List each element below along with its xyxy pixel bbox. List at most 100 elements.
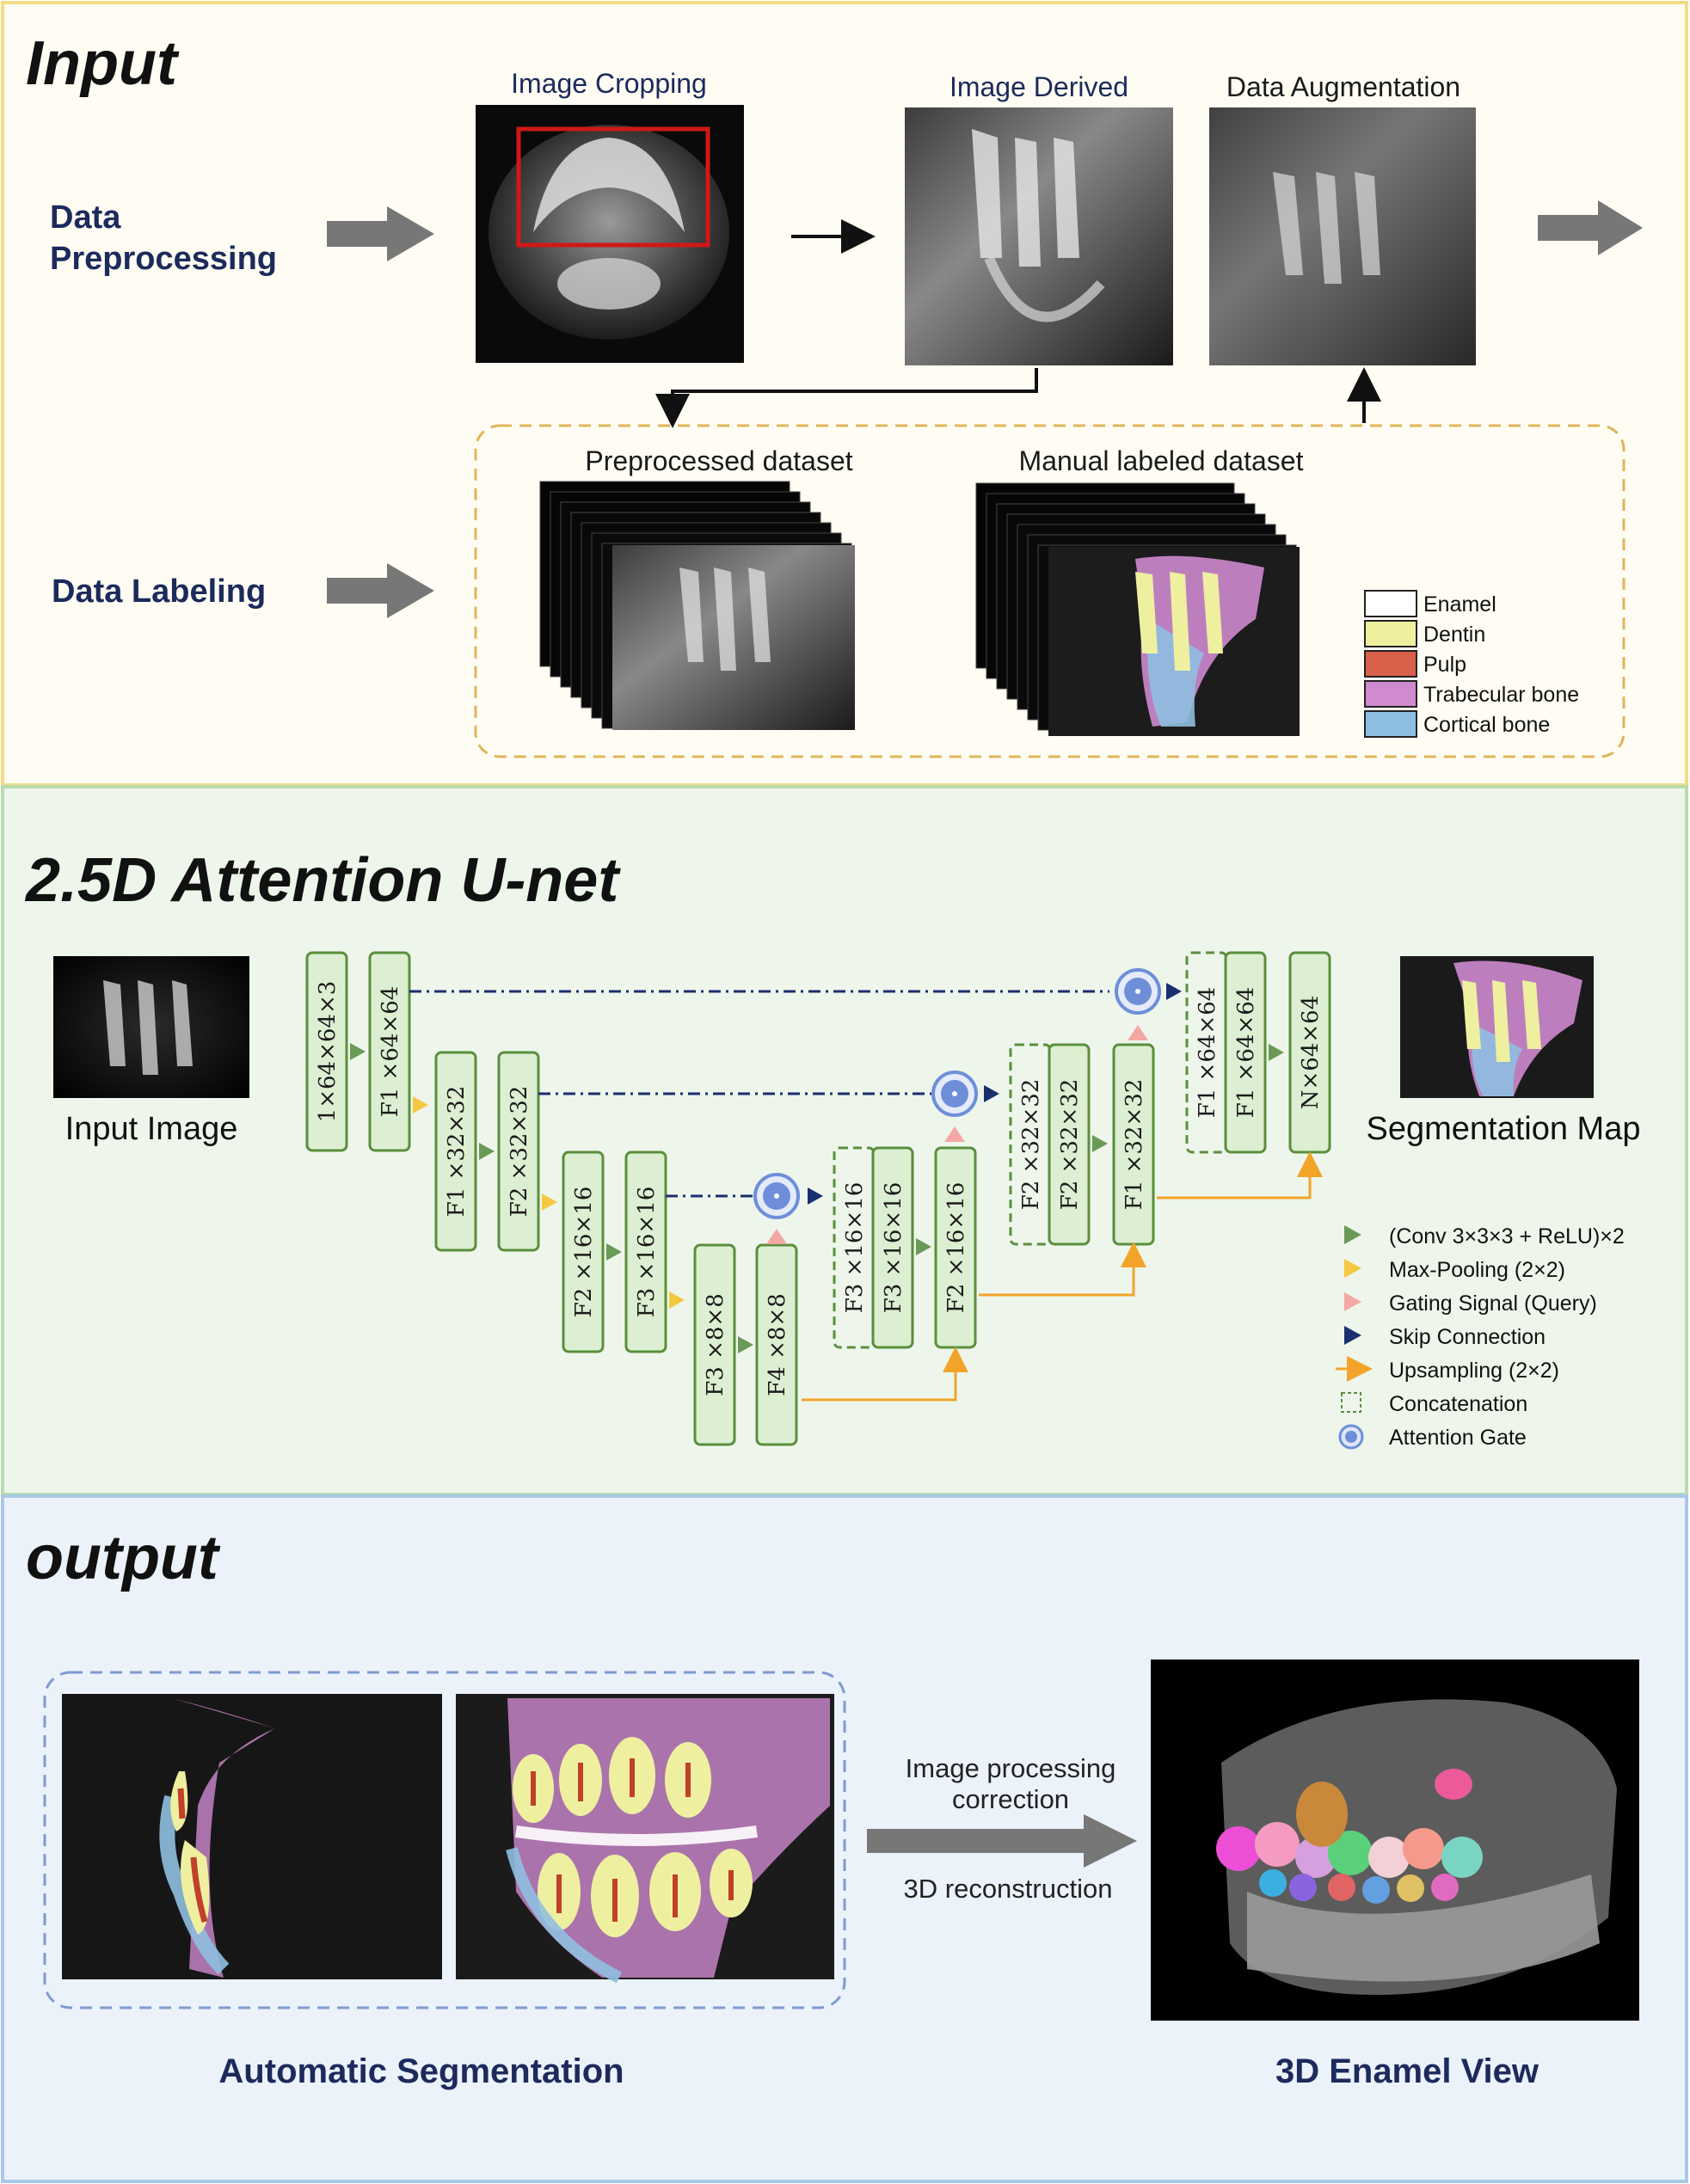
legend-conv-icon	[1344, 1225, 1361, 1244]
unet-block-label: F1 ×64×64	[1195, 987, 1220, 1119]
image-cropping-ct	[476, 105, 744, 363]
unet-block-b17: N×64×64	[1288, 951, 1331, 1154]
unet-block-b10: F3 ×16×16	[871, 1146, 914, 1349]
auto-seg-caption: Automatic Segmentation	[218, 2052, 624, 2090]
processing-caption-1: Image processing	[906, 1753, 1116, 1783]
unet-block-b4: F2 ×32×32	[497, 1051, 540, 1252]
unet-block-label: F2 ×32×32	[507, 1086, 532, 1218]
preprocessing-label-line2: Preprocessing	[50, 241, 277, 277]
legend-label-dentin: Dentin	[1423, 623, 1485, 647]
legend-swatch-enamel	[1364, 590, 1417, 617]
big-arrow-labeling	[327, 563, 434, 618]
unet-legend: (Conv 3×3×3 + ReLU)×2 Max-Pooling (2×2) …	[1336, 1224, 1625, 1450]
unet-block-label: F3 ×16×16	[634, 1187, 660, 1318]
legend-pool-label: Max-Pooling (2×2)	[1389, 1258, 1565, 1282]
conv-arrow	[738, 1336, 753, 1353]
auto-seg-image-2	[456, 1694, 834, 1984]
unet-block-b11: F2 ×16×16	[934, 1146, 977, 1349]
3d-enamel-image	[1151, 1659, 1639, 2021]
unet-block-label: N×64×64	[1298, 996, 1324, 1110]
pool-arrow	[542, 1193, 557, 1211]
legend-label-trabecular: Trabecular bone	[1423, 683, 1579, 707]
upsampling-path	[802, 1347, 968, 1402]
preprocessed-dataset-caption: Preprocessed dataset	[585, 445, 852, 476]
skip-arrow-head	[1166, 983, 1182, 1000]
big-arrow-preprocessing	[327, 206, 434, 261]
input-title: Input	[26, 29, 180, 98]
unet-block-b3: F1 ×32×32	[434, 1051, 477, 1252]
gating-signal	[944, 1126, 965, 1142]
data-augmentation-ct	[1209, 107, 1476, 365]
unet-block-label: F1 ×64×64	[378, 986, 403, 1118]
legend-label-cortical: Cortical bone	[1423, 713, 1550, 737]
legend-swatch-dentin	[1364, 620, 1417, 647]
legend-swatch-trabecular	[1364, 680, 1417, 708]
image-derived-caption: Image Derived	[949, 71, 1128, 102]
gating-signal	[1128, 1025, 1148, 1040]
labeling-label: Data Labeling	[52, 574, 266, 610]
processing-caption-2: correction	[952, 1784, 1069, 1814]
legend-skip-icon	[1344, 1326, 1361, 1345]
unet-block-label: F1 ×64×64	[1233, 987, 1259, 1119]
unet-block-b13: F2 ×32×32	[1048, 1043, 1091, 1246]
enamel-view-caption: 3D Enamel View	[1275, 2052, 1539, 2090]
legend-gate-label: Gating Signal (Query)	[1389, 1291, 1597, 1316]
conv-arrow	[1092, 1135, 1108, 1152]
unet-block-label: F3 ×16×16	[881, 1182, 906, 1314]
unet-block-label: F1 ×32×32	[444, 1086, 470, 1218]
unet-input-image	[53, 956, 249, 1098]
unet-block-b16: F1 ×64×64	[1224, 951, 1267, 1154]
gating-signal	[766, 1229, 787, 1244]
unet-block-b7: F3 ×8×8	[693, 1243, 736, 1446]
unet-block-label: F4 ×8×8	[765, 1293, 790, 1396]
legend-label-pulp: Pulp	[1423, 653, 1466, 677]
data-augmentation-caption: Data Augmentation	[1226, 71, 1460, 102]
legend-gate-icon	[1344, 1292, 1361, 1311]
unet-block-label: F2 ×16×16	[571, 1187, 597, 1318]
legend-concat-icon	[1341, 1392, 1361, 1413]
unet-section	[1, 785, 1688, 1496]
unet-block-b2: F1 ×64×64	[368, 951, 411, 1152]
conv-arrow	[1269, 1044, 1284, 1061]
legend-pool-icon	[1344, 1259, 1361, 1278]
conv-arrow	[350, 1043, 366, 1060]
arrow-derived-to-dataset	[655, 368, 1038, 428]
unet-block-label: F3 ×16×16	[842, 1182, 868, 1314]
unet-segmentation-map	[1400, 956, 1594, 1098]
preprocessing-label-line1: Data	[50, 199, 121, 236]
preprocessed-stack	[539, 481, 855, 730]
unet-block-label: F2 ×32×32	[1057, 1079, 1083, 1211]
legend-conv-label: (Conv 3×3×3 + ReLU)×2	[1389, 1224, 1625, 1248]
unet-block-b8: F4 ×8×8	[755, 1243, 798, 1446]
unet-block-b14: F1 ×32×32	[1112, 1043, 1155, 1246]
upsampling-path	[1157, 1151, 1323, 1199]
auto-seg-image-1	[62, 1694, 442, 1979]
dataset-container	[474, 424, 1625, 758]
skip-arrow-head	[984, 1085, 999, 1102]
conv-arrow	[479, 1143, 495, 1160]
tissue-legend: Enamel Dentin Pulp Trabecular bone Corti…	[1364, 590, 1579, 738]
unet-block-label: F1 ×32×32	[1122, 1079, 1147, 1211]
processing-caption-3: 3D reconstruction	[904, 1874, 1113, 1904]
unet-block-b5: F2 ×16×16	[562, 1150, 605, 1353]
pool-arrow	[669, 1291, 685, 1309]
unet-block-label: F2 ×16×16	[943, 1182, 969, 1314]
legend-att-label: Attention Gate	[1389, 1426, 1527, 1450]
segmentation-container	[43, 1671, 846, 2009]
conv-arrow	[916, 1238, 931, 1255]
input-image-caption: Input Image	[65, 1111, 238, 1147]
conv-arrow	[606, 1243, 622, 1261]
legend-swatch-cortical	[1364, 710, 1417, 738]
skip-arrow-head	[808, 1187, 823, 1205]
legend-up-label: Upsampling (2×2)	[1389, 1359, 1559, 1383]
unet-block-label: F2 ×32×32	[1018, 1079, 1044, 1211]
legend-skip-label: Skip Connection	[1389, 1325, 1546, 1349]
unet-block-b6: F3 ×16×16	[624, 1150, 667, 1353]
big-arrow-output	[1538, 200, 1643, 255]
pool-arrow	[413, 1096, 428, 1113]
unet-block-label: 1×64×64×3	[315, 981, 341, 1123]
output-title: output	[26, 1524, 221, 1592]
unet-network: 1×64×64×3 F1 ×64×64 F1 ×32×32 F2 ×32×32 F2 ×…	[305, 951, 1331, 1446]
